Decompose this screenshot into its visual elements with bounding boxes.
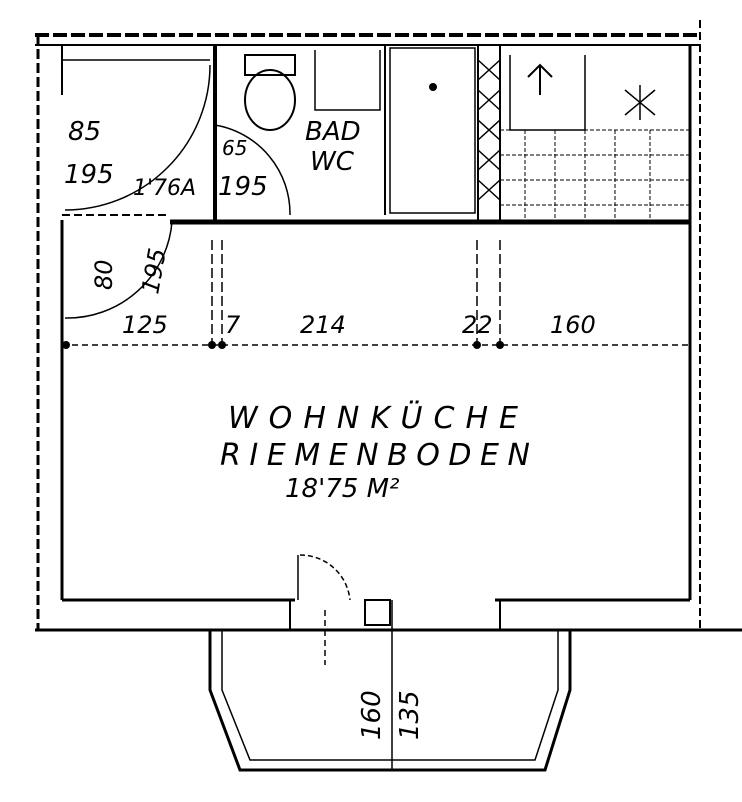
bath-door-width: 65: [222, 136, 247, 160]
living-door-height: 195: [136, 246, 172, 296]
bath-door-height: 195: [218, 172, 268, 202]
outer-walls: [35, 20, 742, 632]
interior-walls: [61, 45, 690, 225]
balcony-height: 135: [395, 690, 425, 740]
entry-door-height: 195: [64, 160, 114, 190]
hall-height: 1'76A: [133, 176, 196, 201]
dim-214: 214: [300, 311, 346, 339]
wc-label: WC: [310, 147, 355, 177]
dimension-line: [62, 240, 690, 349]
living-door-width: 80: [90, 259, 118, 290]
living-room-label: WOHNKÜCHE: [228, 400, 518, 436]
living-area: 18'75 M²: [285, 474, 399, 504]
balcony-depth: 160: [357, 690, 387, 740]
arrow-up-icon: [527, 63, 553, 95]
dim-7: 7: [225, 311, 241, 339]
bath-label: BAD: [305, 117, 361, 147]
floor-type-label: RIEMENBODEN: [220, 438, 530, 473]
door-swings: [64, 64, 351, 601]
fixtures: [244, 47, 690, 222]
dim-160: 160: [550, 311, 596, 339]
dim-125: 125: [122, 311, 168, 339]
dim-22: 22: [462, 311, 493, 339]
entry-door-width: 85: [68, 117, 101, 147]
balcony: [208, 600, 572, 772]
stove-icon: [624, 85, 656, 120]
shower-drain-icon: [429, 83, 437, 91]
